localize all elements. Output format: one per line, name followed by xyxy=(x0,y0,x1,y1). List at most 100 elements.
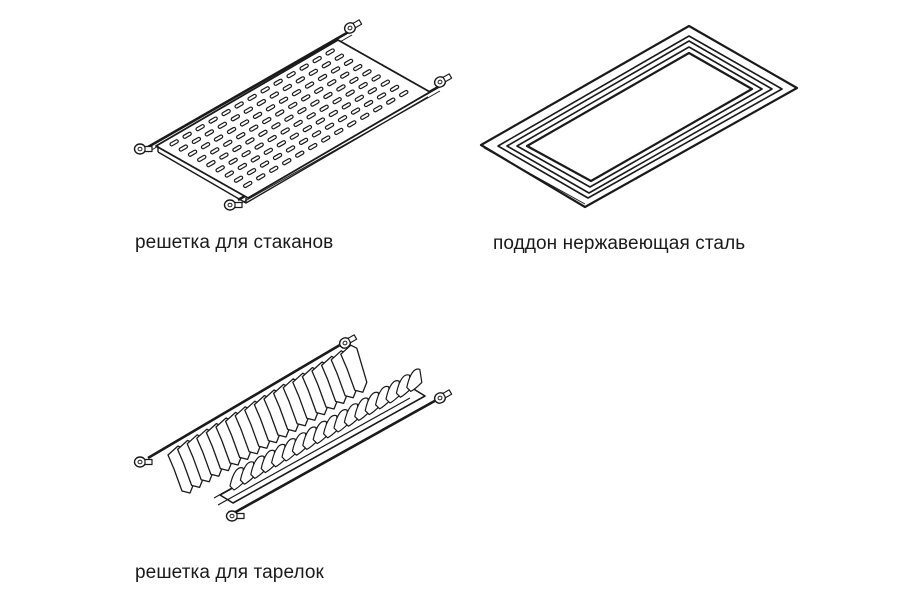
rack-slot xyxy=(334,53,345,61)
rack-slot xyxy=(298,137,309,146)
rack-slot xyxy=(373,105,383,113)
rack-slot xyxy=(341,102,352,110)
rack-slot xyxy=(321,61,332,69)
comb-tooth xyxy=(253,394,282,444)
rack-slot xyxy=(327,79,337,87)
rack-slot xyxy=(308,142,318,151)
rack-slot xyxy=(219,152,229,160)
rack-slot xyxy=(371,74,381,82)
rack-slot xyxy=(273,78,283,86)
rack-slot xyxy=(200,142,211,150)
comb-tooth xyxy=(167,445,195,494)
rack-slot xyxy=(354,94,365,102)
rack-slot xyxy=(319,104,329,112)
rack-slot xyxy=(332,97,342,105)
comb-tooth xyxy=(263,389,291,438)
comb-tooth xyxy=(205,422,234,472)
rack-slot xyxy=(254,142,264,150)
comb-tooth xyxy=(234,406,262,455)
rack-slot xyxy=(243,106,254,114)
rack-slot xyxy=(389,84,400,93)
rack-slot xyxy=(323,91,333,100)
rack-slot xyxy=(278,96,289,104)
rack-slot xyxy=(250,155,261,163)
rack-slot xyxy=(208,116,218,124)
rack-slot xyxy=(324,122,335,130)
rack-slot xyxy=(204,129,215,137)
rack-slot xyxy=(237,162,248,171)
comb-tooth xyxy=(282,378,310,427)
comb-tooth xyxy=(186,434,214,483)
rack-slot xyxy=(249,124,259,132)
comb-tooth xyxy=(311,361,339,410)
rack-slot xyxy=(210,147,220,155)
comb-tooth xyxy=(292,372,320,421)
rack-slot xyxy=(259,160,270,168)
rack-slot xyxy=(243,180,253,189)
rack-slot xyxy=(241,150,251,158)
rack-slot xyxy=(213,134,224,142)
comb-tooth xyxy=(330,350,358,399)
rack-slot xyxy=(288,101,298,110)
rack-slot xyxy=(236,132,246,140)
rack-slot xyxy=(260,86,270,94)
rack-slot xyxy=(169,139,179,147)
rack-slot xyxy=(256,173,266,181)
rack-slot xyxy=(325,48,335,56)
rack-slots xyxy=(169,48,409,189)
rack-slot xyxy=(271,122,281,130)
rack-slot xyxy=(282,83,293,92)
rack-slot xyxy=(340,71,350,79)
comb-tooth xyxy=(320,355,349,405)
rack-slot xyxy=(301,94,311,102)
comb-tooth xyxy=(215,417,243,466)
rack-slot xyxy=(195,124,205,132)
rack-slot xyxy=(228,157,238,165)
rack-slot xyxy=(182,131,192,139)
rack-slot xyxy=(350,107,361,115)
rack-slot xyxy=(297,106,307,115)
rack-slot xyxy=(286,71,296,79)
rack-slot xyxy=(314,86,324,94)
rack-slot xyxy=(269,91,280,99)
rack-slot xyxy=(234,101,244,109)
rack-slot xyxy=(291,89,302,97)
rack-slot xyxy=(376,92,387,100)
rack-slot xyxy=(191,136,202,145)
rack-slot xyxy=(328,109,339,118)
rack-slot xyxy=(230,114,241,122)
rack-slot xyxy=(178,144,189,152)
rack-slot xyxy=(282,158,292,166)
rack-slot xyxy=(284,114,294,122)
comb-tooth xyxy=(244,400,272,449)
rack-slot xyxy=(226,126,237,135)
rack-slot xyxy=(263,147,274,155)
rack-slot xyxy=(206,159,216,168)
rack-slot xyxy=(312,55,322,64)
rack-slot xyxy=(247,93,257,102)
rack-slot xyxy=(360,112,370,120)
rack-slot xyxy=(239,119,250,127)
rack-slot xyxy=(256,98,267,107)
rack-slot xyxy=(187,149,198,157)
rack-slot xyxy=(353,63,363,72)
rack-slot xyxy=(215,165,225,173)
rack-slot xyxy=(289,132,300,140)
rack-slot xyxy=(223,139,233,147)
comb-tooth xyxy=(301,366,330,416)
comb-tooth xyxy=(224,411,253,461)
stainless-tray-caption: поддон нержавеющая сталь xyxy=(493,233,746,254)
rack-slot xyxy=(197,154,207,163)
rack-slot xyxy=(336,84,346,92)
rack-slot xyxy=(330,66,341,74)
comb-tooth xyxy=(272,383,301,433)
plate-rack-caption: решетка для тарелок xyxy=(135,562,324,583)
rack-slot xyxy=(252,111,263,120)
rack-slot xyxy=(304,81,315,89)
rack-slot xyxy=(334,127,344,136)
rack-slot xyxy=(358,81,368,90)
rack-slot xyxy=(302,124,313,133)
rack-slot xyxy=(367,87,378,95)
rack-slot xyxy=(380,79,391,87)
rack-slot xyxy=(280,127,290,135)
